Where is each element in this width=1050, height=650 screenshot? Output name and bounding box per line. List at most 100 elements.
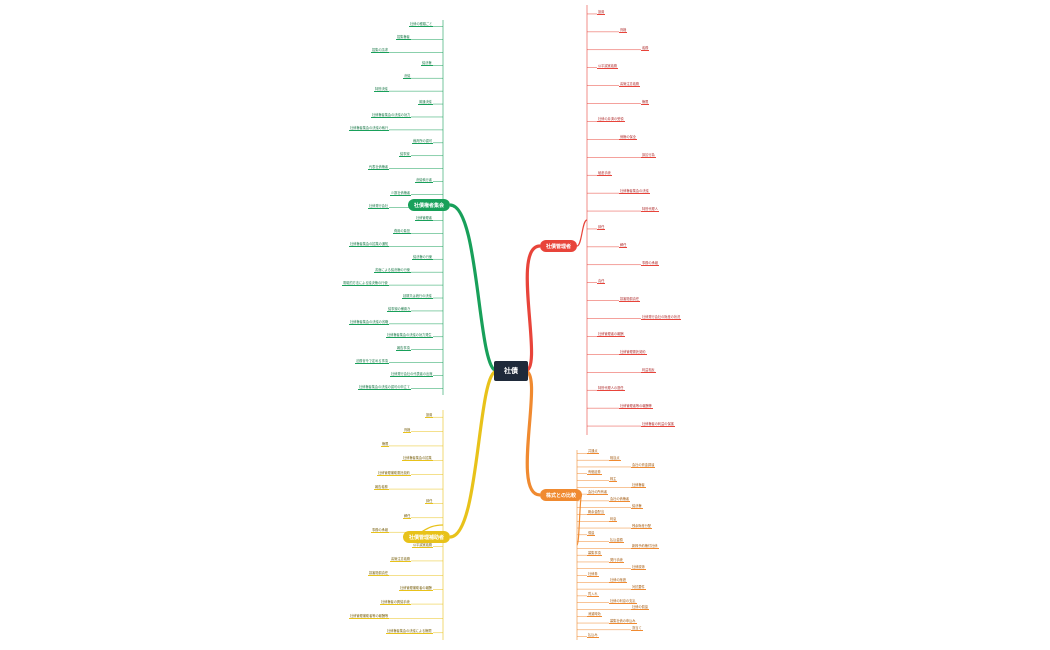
leaf-node[interactable]: 公平誠実義務 — [412, 542, 434, 548]
leaf-node[interactable]: 社債券 — [587, 571, 599, 577]
branch-topic-bottom-left[interactable]: 社債管理補助者 — [403, 531, 451, 543]
leaf-node[interactable]: 社債の弁済の受領 — [597, 117, 625, 123]
leaf-node[interactable]: 権限 — [641, 99, 650, 105]
leaf-node[interactable]: 社債の利息の支払 — [609, 598, 637, 604]
leaf-node[interactable]: 社債権者集会の決議の効力 — [371, 112, 412, 118]
leaf-node[interactable]: 社債権者集会の招集 — [402, 456, 433, 462]
leaf-node[interactable]: 残余財産分配 — [631, 524, 653, 530]
branch-topic-top-left[interactable]: 社債権者集会 — [408, 199, 451, 211]
leaf-node[interactable]: 費用の負担 — [393, 229, 411, 235]
leaf-node[interactable]: 会社の資金調達 — [631, 462, 656, 468]
leaf-node[interactable]: 破産手続 — [597, 171, 612, 177]
leaf-node[interactable]: 善管注意義務 — [619, 81, 641, 87]
leaf-node[interactable]: 社債管理補助者の報酬 — [399, 585, 433, 591]
leaf-node[interactable]: 議決権 — [421, 61, 433, 67]
leaf-node[interactable]: 責任 — [597, 278, 606, 284]
leaf-node[interactable]: 少数社債権者 — [390, 190, 412, 196]
leaf-node[interactable]: 相違点 — [609, 456, 621, 462]
leaf-node[interactable]: 社債原簿 — [631, 564, 646, 570]
leaf-node[interactable]: 社債権者 — [631, 483, 646, 489]
leaf-node[interactable]: 議決権の行使 — [412, 255, 434, 261]
leaf-node[interactable]: 消滅時効 — [587, 612, 602, 618]
leaf-node[interactable]: 債権の保全 — [619, 135, 637, 141]
leaf-node[interactable]: 発行手続 — [609, 557, 624, 563]
leaf-node[interactable]: 損害賠償責任 — [368, 571, 390, 577]
leaf-node[interactable]: 払込金額 — [609, 537, 624, 543]
leaf-node[interactable]: 償還 — [587, 530, 596, 536]
leaf-node[interactable]: 社債の種類ごと — [409, 22, 434, 28]
leaf-node[interactable]: 設置 — [425, 413, 434, 419]
branch-topic-bottom-right[interactable]: 株式との比較 — [540, 489, 582, 501]
leaf-node[interactable]: 公平誠実義務 — [597, 63, 619, 69]
leaf-node[interactable]: 社債管理補助者等の報酬等 — [349, 614, 390, 620]
leaf-node[interactable]: 報告義務 — [374, 485, 389, 491]
leaf-node[interactable]: 社債権者集会の決議の省略 — [349, 319, 390, 325]
leaf-node[interactable]: 割当て — [631, 625, 643, 631]
leaf-node[interactable]: 解任 — [619, 242, 628, 248]
leaf-node[interactable]: 資格 — [619, 27, 628, 33]
leaf-node[interactable]: 特別代理人 — [641, 207, 659, 213]
leaf-node[interactable]: 電磁的方法による議決権の行使 — [342, 281, 389, 287]
leaf-node[interactable]: 株主 — [609, 476, 618, 482]
leaf-node[interactable]: 議決権 — [631, 503, 643, 509]
leaf-node[interactable]: 事務の承継 — [641, 260, 659, 266]
leaf-node[interactable]: 普通決議 — [418, 100, 433, 106]
leaf-node[interactable]: 議事録 — [399, 151, 411, 157]
leaf-node[interactable]: 社債権者集会の招集の通知 — [349, 242, 390, 248]
leaf-node[interactable]: 善管注意義務 — [390, 556, 412, 562]
leaf-node[interactable]: 対抗要件 — [631, 585, 646, 591]
branch-topic-top-right[interactable]: 社債管理者 — [540, 240, 578, 252]
leaf-node[interactable]: 社債の償還 — [631, 605, 649, 611]
leaf-node[interactable]: 代表社債権者 — [368, 164, 390, 170]
leaf-node[interactable]: 決議 — [403, 74, 412, 80]
leaf-node[interactable]: 社債権者集会の決議の執行 — [349, 125, 390, 131]
leaf-node[interactable]: 辞任 — [597, 224, 606, 230]
leaf-node[interactable]: 剰余金配当 — [587, 510, 605, 516]
leaf-node[interactable]: 新株予約権付社債 — [631, 544, 659, 550]
leaf-node[interactable]: 有価証券 — [587, 469, 602, 475]
leaf-node[interactable]: 招集の請求 — [371, 48, 389, 54]
leaf-node[interactable]: 権限 — [381, 441, 390, 447]
leaf-node[interactable]: 社債発行会社の代表者の出席 — [390, 371, 434, 377]
leaf-node[interactable]: 特別決議 — [374, 87, 389, 93]
leaf-node[interactable]: 事務の承継 — [371, 528, 389, 534]
leaf-node[interactable]: 社債発行会社 — [368, 203, 390, 209]
leaf-node[interactable]: 質入れ — [587, 591, 599, 597]
leaf-node[interactable]: 社債管理者の報酬 — [597, 332, 625, 338]
leaf-node[interactable]: 訴訟行為 — [641, 153, 656, 159]
leaf-node[interactable]: 社債権者集会の決議 — [619, 189, 650, 195]
leaf-node[interactable]: 社債権者の異議手続 — [380, 600, 411, 606]
leaf-node[interactable]: 辞任 — [425, 499, 434, 505]
leaf-node[interactable]: 決議執行者 — [415, 177, 433, 183]
leaf-node[interactable]: 特別代理人の選任 — [597, 386, 625, 392]
leaf-node[interactable]: 社債権者集会の決議による権限 — [386, 628, 433, 634]
leaf-node[interactable]: 社債管理補助委託契約 — [377, 470, 411, 476]
leaf-node[interactable]: 延期又は続行の決議 — [402, 294, 433, 300]
leaf-node[interactable]: 資格 — [403, 427, 412, 433]
leaf-node[interactable]: 会社の所有者 — [587, 490, 609, 496]
leaf-node[interactable]: 損害賠償責任 — [619, 296, 641, 302]
leaf-node[interactable]: 書面による議決権の行使 — [374, 268, 411, 274]
leaf-node[interactable]: 募集社債の申込み — [609, 619, 637, 625]
leaf-node[interactable]: 法務省令で定める事項 — [355, 358, 389, 364]
leaf-node[interactable]: 議事録の備置き — [387, 306, 412, 312]
leaf-node[interactable]: 設置 — [597, 9, 606, 15]
leaf-node[interactable]: 社債管理者等の報酬等 — [619, 404, 653, 410]
leaf-node[interactable]: 社債管理者 — [415, 216, 433, 222]
leaf-node[interactable]: 義務 — [641, 45, 650, 51]
leaf-node[interactable]: 報告事項 — [396, 345, 411, 351]
root-topic[interactable]: 社債 — [494, 361, 528, 381]
leaf-node[interactable]: 利益相反 — [641, 368, 656, 374]
leaf-node[interactable]: 利息 — [609, 517, 618, 523]
leaf-node[interactable]: 社債の譲渡 — [609, 578, 627, 584]
leaf-node[interactable]: 招集権者 — [396, 35, 411, 41]
leaf-node[interactable]: 裁判所の認可 — [412, 138, 434, 144]
leaf-node[interactable]: 共通点 — [587, 449, 599, 455]
leaf-node[interactable]: 払込み — [587, 632, 599, 638]
leaf-node[interactable]: 社債発行会社の財産の状況 — [641, 314, 682, 320]
leaf-node[interactable]: 会社の債権者 — [609, 496, 631, 502]
leaf-node[interactable]: 解任 — [403, 513, 412, 519]
leaf-node[interactable]: 社債管理委託契約 — [619, 350, 647, 356]
leaf-node[interactable]: 社債権者集会の決議の効力発生 — [386, 332, 433, 338]
leaf-node[interactable]: 社債権者集会の決議の認可の申立て — [358, 384, 411, 390]
